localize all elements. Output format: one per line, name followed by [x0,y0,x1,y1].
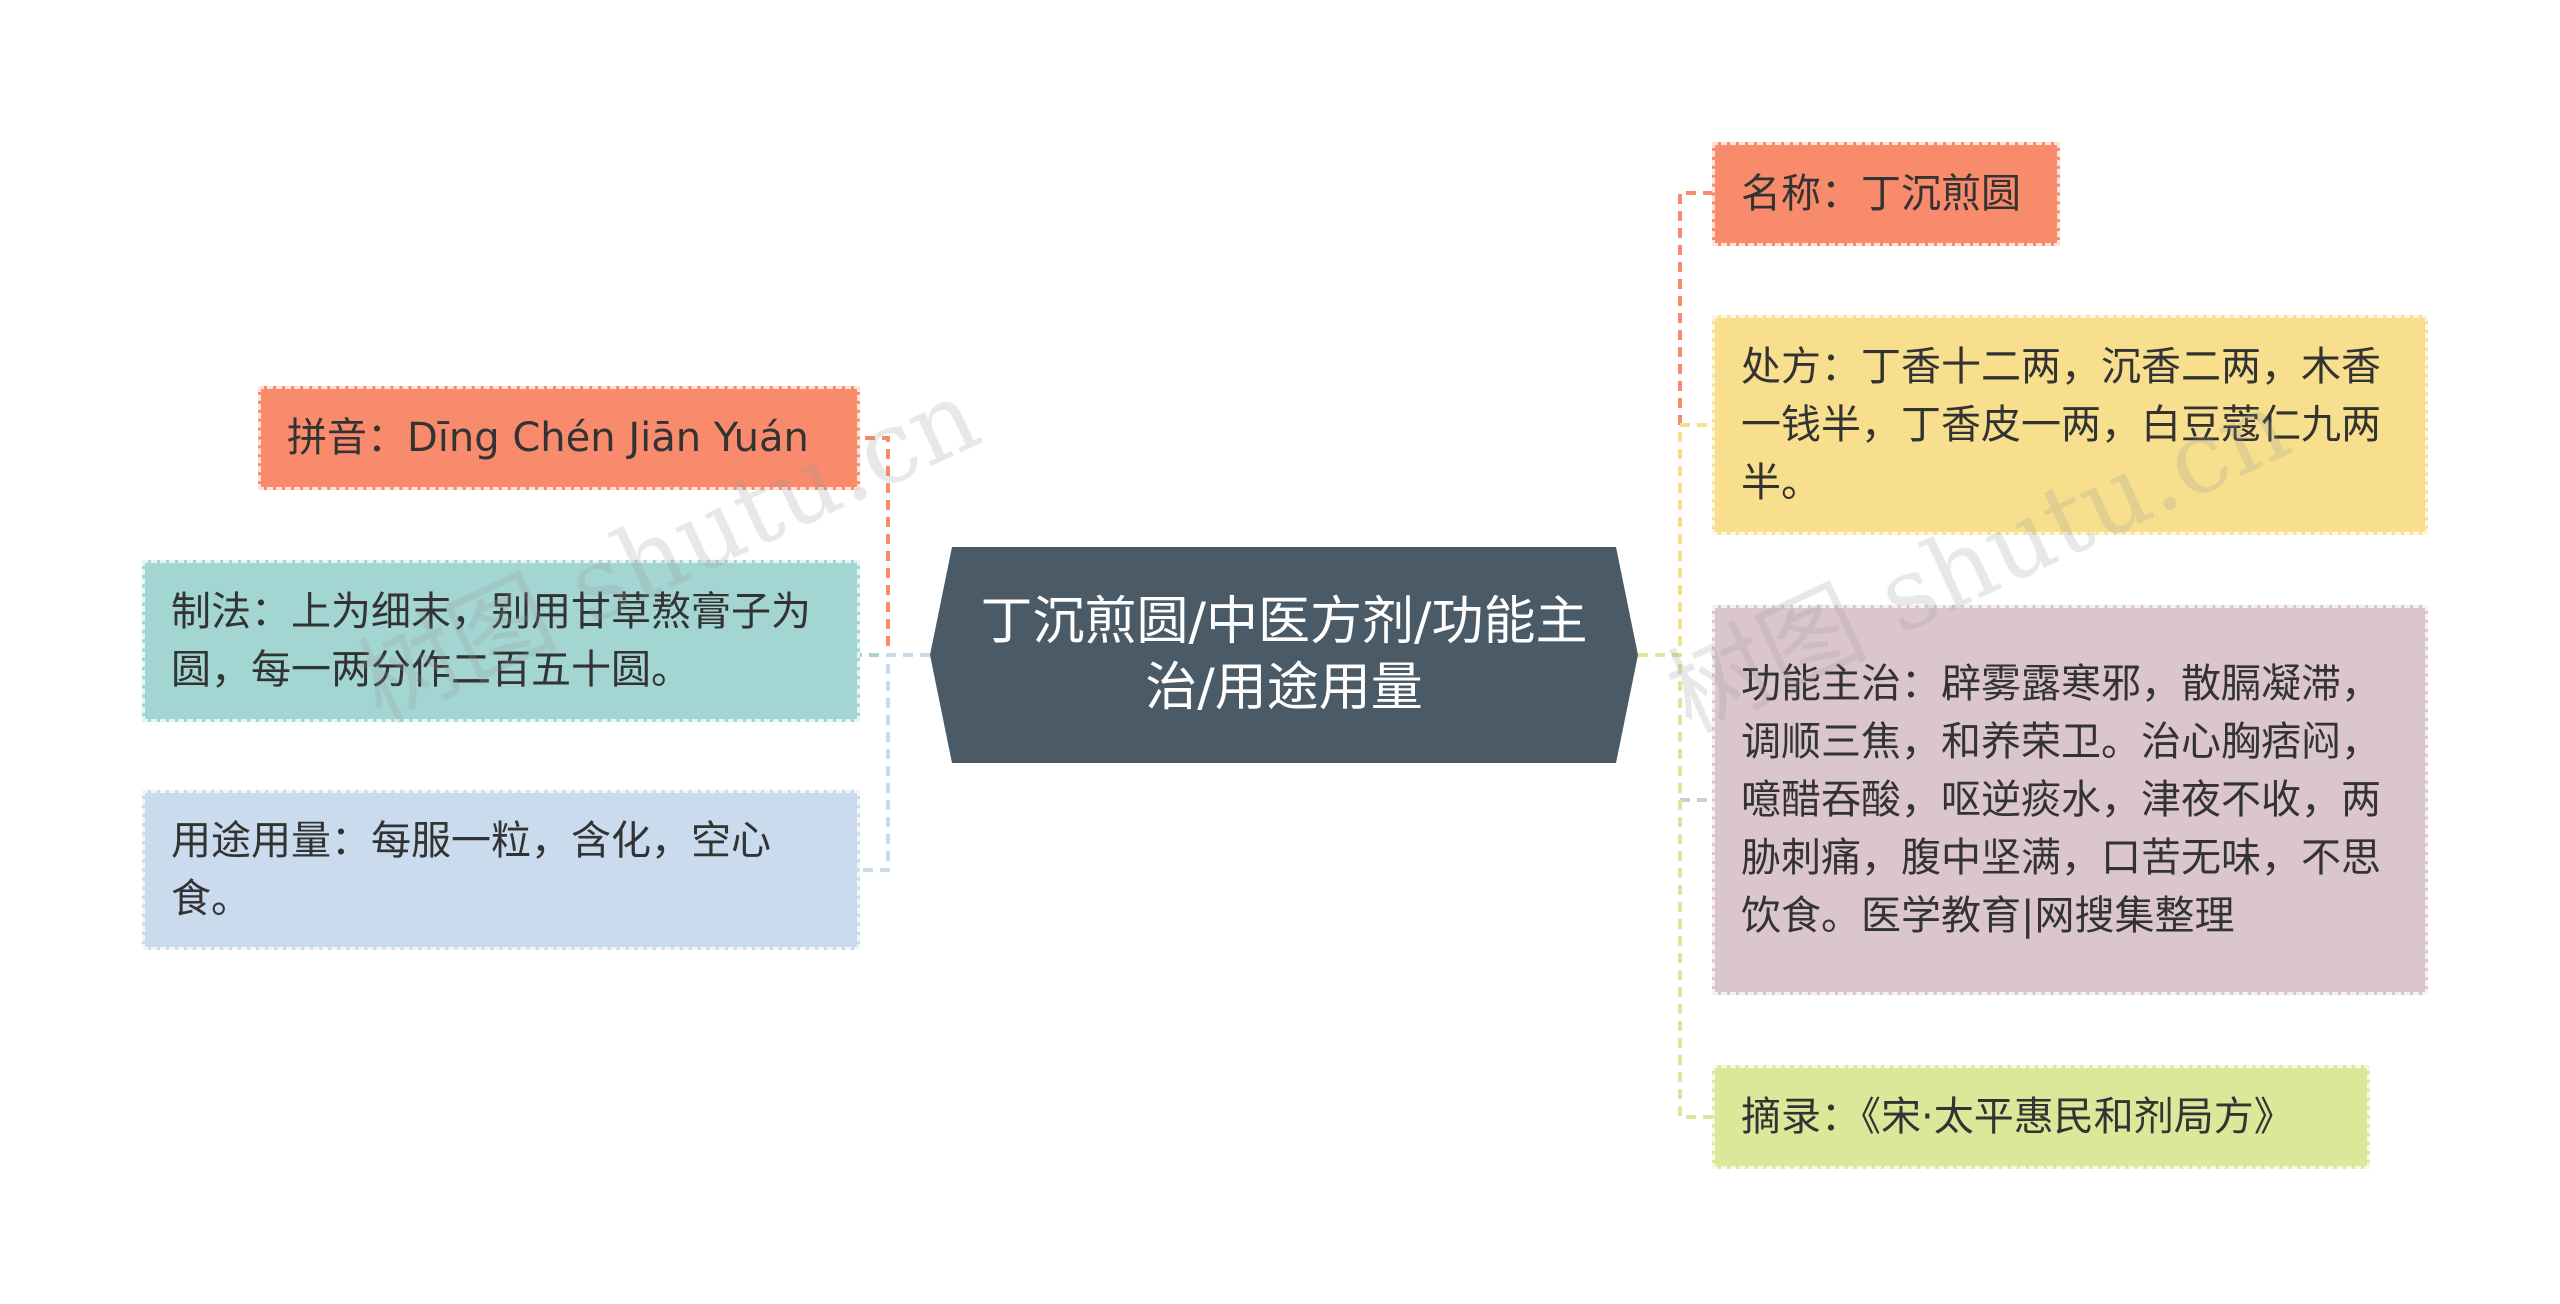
central-topic-node[interactable]: 丁沉煎圆/中医方剂/功能主治/用途用量 [930,547,1638,763]
node-zhailu[interactable]: 摘录：《宋·太平惠民和剂局方》 [1712,1065,2370,1169]
node-yongtu[interactable]: 用途用量：每服一粒，含化，空心食。 [142,790,860,950]
central-topic-label: 丁沉煎圆/中医方剂/功能主治/用途用量 [980,592,1588,718]
node-pinyin-label: 拼音：Dīng Chén Jiān Yuán [287,415,809,461]
central-topic-hexagon [930,547,1638,763]
node-chufang[interactable]: 处方：丁香十二两，沉香二两，木香一钱半，丁香皮一两，白豆蔻仁九两半。 [1712,315,2428,535]
central-topic-shape [930,547,1638,763]
node-mingcheng[interactable]: 名称：丁沉煎圆 [1712,142,2060,246]
node-pinyin[interactable]: 拼音：Dīng Chén Jiān Yuán [258,386,860,490]
connector-gongneng [1638,653,1712,802]
node-zhifa[interactable]: 制法：上为细末，别用甘草熬膏子为圆，每一两分作二百五十圆。 [142,560,860,722]
node-zhifa-label: 制法：上为细末，别用甘草熬膏子为圆，每一两分作二百五十圆。 [171,589,811,693]
connector-pinyin [860,436,930,657]
node-mingcheng-label: 名称：丁沉煎圆 [1741,171,2021,217]
node-zhailu-label: 摘录：《宋·太平惠民和剂局方》 [1741,1094,2294,1140]
node-gongneng-label: 功能主治：辟雾露寒邪，散膈凝滞，调顺三焦，和养荣卫。治心胸痞闷，噫醋吞酸，呕逆痰… [1741,661,2381,939]
node-yongtu-label: 用途用量：每服一粒，含化，空心食。 [171,818,771,922]
node-chufang-label: 处方：丁香十二两，沉香二两，木香一钱半，丁香皮一两，白豆蔻仁九两半。 [1741,344,2381,506]
connector-yongtu [860,653,930,872]
connector-chufang [1638,423,1712,657]
connector-zhailu [1638,653,1712,1119]
node-gongneng[interactable]: 功能主治：辟雾露寒邪，散膈凝滞，调顺三焦，和养荣卫。治心胸痞闷，噫醋吞酸，呕逆痰… [1712,605,2428,995]
